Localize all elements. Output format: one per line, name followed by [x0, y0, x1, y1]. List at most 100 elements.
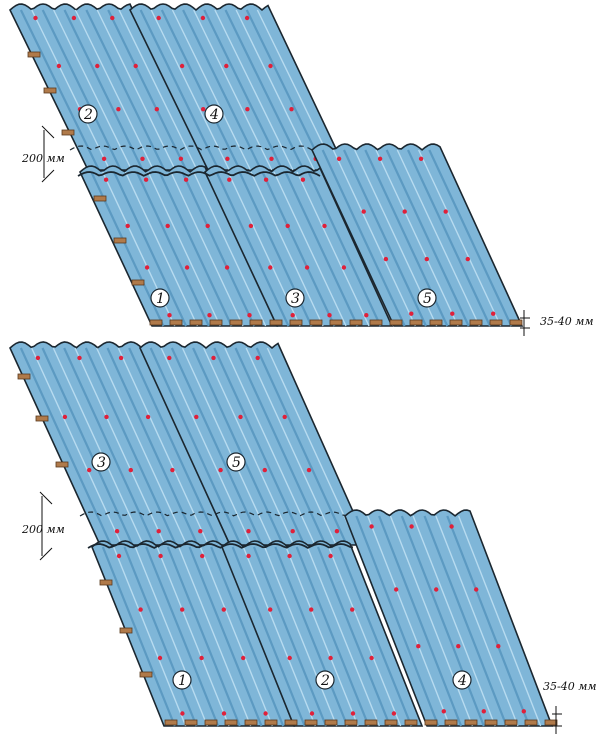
batten — [184, 719, 198, 726]
screw-dot — [170, 467, 175, 473]
batten — [35, 415, 49, 422]
screw-dot — [383, 256, 389, 262]
sheet-number-badge: 1 — [150, 288, 170, 308]
batten — [309, 319, 323, 326]
screw-dot — [418, 156, 424, 161]
screw-dot — [361, 209, 366, 214]
batten — [409, 319, 423, 326]
overlap-dimension-arrows — [39, 491, 53, 561]
screw-dot — [474, 587, 479, 592]
screw-dot — [416, 644, 421, 649]
batten — [169, 319, 183, 326]
screw-dot — [306, 467, 312, 473]
screw-dot — [263, 711, 268, 716]
batten — [544, 719, 558, 726]
edge-overhang-label: 35-40 мм — [543, 680, 596, 693]
screw-dot — [224, 265, 230, 270]
screw-dot — [157, 655, 163, 661]
screw-dot — [377, 156, 383, 161]
batten — [93, 195, 107, 202]
screw-dot — [322, 223, 327, 229]
overlap-dimension-label: 200 мм — [21, 523, 65, 536]
corrugated-sheet — [311, 143, 524, 327]
screw-dot — [180, 607, 185, 612]
screw-dot — [246, 529, 251, 534]
screw-dot — [409, 524, 414, 529]
screw-dot — [350, 711, 356, 716]
screw-dot — [289, 107, 294, 112]
screw-dot — [194, 414, 199, 420]
batten — [524, 719, 538, 726]
screw-dot — [116, 553, 122, 559]
screw-dot — [268, 607, 273, 612]
batten — [404, 719, 418, 726]
screw-dot — [145, 414, 151, 420]
screw-dot — [199, 655, 204, 661]
svg-text:4: 4 — [209, 107, 219, 123]
screw-dot — [287, 553, 292, 559]
batten — [444, 719, 458, 726]
batten — [269, 319, 283, 326]
screw-dot — [143, 177, 149, 182]
screw-dot — [434, 587, 439, 592]
screw-dot — [521, 709, 526, 714]
screw-dot — [282, 414, 287, 420]
screw-dot — [244, 15, 250, 21]
batten — [189, 319, 203, 326]
screw-dot — [207, 313, 212, 318]
screw-dot — [496, 644, 501, 649]
batten — [384, 719, 398, 726]
batten — [249, 319, 263, 326]
batten — [369, 319, 383, 326]
screw-dot — [201, 107, 206, 112]
screw-dot — [128, 467, 133, 473]
screw-dot — [101, 156, 107, 161]
screw-dot — [224, 63, 229, 69]
batten — [149, 319, 163, 326]
batten — [139, 671, 153, 678]
batten — [284, 719, 298, 726]
svg-text:2: 2 — [320, 673, 330, 689]
screw-dot — [247, 313, 252, 318]
corrugated-sheet — [344, 509, 554, 727]
batten — [324, 719, 338, 726]
screw-dot — [290, 529, 295, 534]
screw-dot — [263, 177, 269, 182]
batten — [264, 719, 278, 726]
edge-dimension-arrows — [552, 706, 562, 734]
screw-dot — [491, 311, 496, 316]
svg-text:3: 3 — [97, 455, 106, 471]
screw-dot — [394, 587, 399, 592]
screw-dot — [140, 156, 145, 161]
screw-dot — [156, 15, 161, 21]
screw-dot — [300, 177, 306, 182]
screw-dot — [450, 311, 455, 316]
batten — [27, 51, 41, 58]
screw-dot — [104, 414, 109, 420]
screw-dot — [35, 355, 41, 361]
screw-dot — [238, 414, 243, 420]
screw-dot — [125, 223, 130, 229]
sheet-number-badge: 3 — [91, 452, 111, 472]
overlap-dimension-label: 200 мм — [21, 152, 65, 165]
svg-text:4: 4 — [457, 673, 467, 689]
batten — [289, 319, 303, 326]
overlap-edge-line — [87, 543, 354, 549]
screw-dot — [87, 467, 92, 473]
batten — [164, 719, 178, 726]
edge-overhang-label: 35-40 мм — [540, 315, 593, 328]
batten — [484, 719, 498, 726]
screw-dot — [248, 223, 254, 229]
screw-dot — [369, 655, 374, 661]
sheet-number-badge: 5 — [226, 452, 246, 472]
screw-dot — [262, 467, 267, 473]
screw-dot — [221, 711, 227, 716]
svg-text:3: 3 — [291, 291, 300, 307]
batten — [349, 319, 363, 326]
batten — [329, 319, 343, 326]
screw-dot — [327, 313, 332, 318]
screw-dot — [268, 265, 273, 270]
screw-dot — [110, 15, 115, 21]
batten — [224, 719, 238, 726]
screw-dot — [350, 607, 355, 612]
